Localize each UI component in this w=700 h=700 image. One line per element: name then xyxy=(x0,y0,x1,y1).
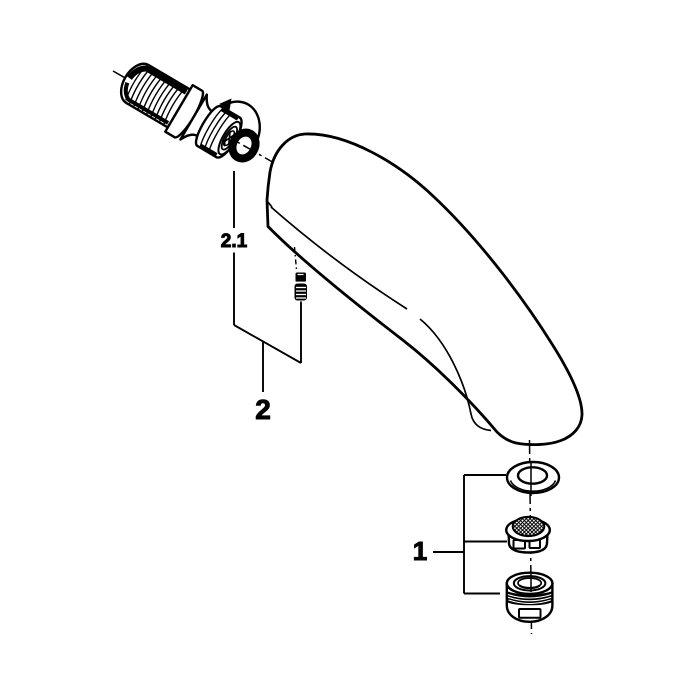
spout-outline xyxy=(265,132,584,447)
label-part-2-1: 2.1 xyxy=(221,231,248,252)
spout-contour-line-a xyxy=(270,206,408,310)
wall-union-drawing xyxy=(119,62,243,159)
label-group-2: 2 xyxy=(255,394,271,425)
set-screw-drawing xyxy=(294,272,307,301)
union-end-bottom-shading xyxy=(199,143,218,157)
filter-mesh-dome xyxy=(511,515,546,538)
label-group-1: 1 xyxy=(413,536,427,566)
drawing-root: 2.1 2 1 xyxy=(112,62,584,635)
union-top-shading xyxy=(127,65,188,95)
spout-contour-line-b xyxy=(419,318,492,432)
spout-face-rim xyxy=(266,200,273,208)
rotation-arrow-icon xyxy=(219,98,261,150)
aerator-slot xyxy=(518,608,542,619)
aerator-drawing xyxy=(505,571,554,623)
screw-centerline xyxy=(293,246,298,271)
aerator-knurl-lines xyxy=(507,593,552,605)
union-bottom-shading xyxy=(123,81,170,125)
leader-lines-group-2 xyxy=(233,171,302,392)
o-ring-drawing xyxy=(228,128,260,163)
filter-insert-drawing xyxy=(505,515,552,554)
bracket-group-1 xyxy=(433,474,507,595)
washer-drawing xyxy=(505,460,561,495)
union-end-top-shading xyxy=(220,107,239,121)
screw-thread-lines xyxy=(296,286,306,299)
spout-body-drawing xyxy=(265,132,584,447)
